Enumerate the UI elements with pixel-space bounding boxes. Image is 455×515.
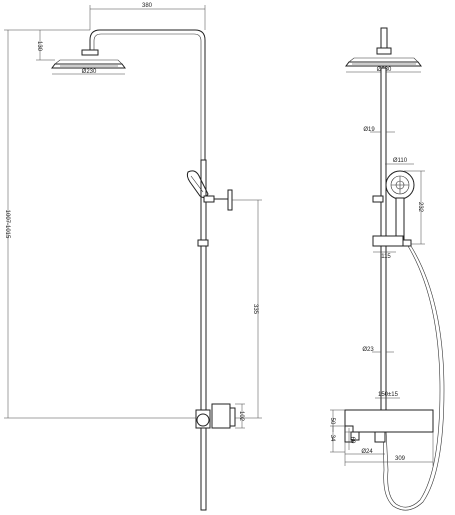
side-dim-slider: 115 <box>381 254 391 260</box>
dim-bar-height: 335 <box>232 199 262 419</box>
rain-shower-head <box>51 49 126 69</box>
side-slider <box>372 235 412 247</box>
side-dim-bar: Ø23 <box>362 347 374 353</box>
side-dim-b: 60 <box>349 437 355 444</box>
side-dim-d: Ø24 <box>361 449 373 455</box>
side-dim-c: 34 <box>329 435 335 442</box>
dim-head-diameter-label: Ø230 <box>82 69 97 75</box>
side-dim-mixer-width: 309 <box>395 456 406 462</box>
dim-total-height: 1007-1015 <box>4 29 196 419</box>
side-dim-hand-height: 232 <box>417 202 423 213</box>
side-dim-a: 50 <box>329 418 335 425</box>
side-shower-head <box>345 27 422 67</box>
side-view: Ø230 Ø19 Ø110 232 115 <box>329 27 445 511</box>
front-view: 380 130 Ø230 1007-1015 335 <box>4 3 262 511</box>
dim-total-height-label: 1007-1015 <box>4 210 10 239</box>
dim-head-drop-label: 130 <box>36 41 42 52</box>
dim-outlet: 102 <box>235 403 245 429</box>
side-dim-pipe: Ø19 <box>363 127 375 133</box>
side-dim-hand-diameter: Ø110 <box>393 158 408 164</box>
shower-arm <box>89 29 206 160</box>
hand-shower <box>186 170 233 211</box>
dim-arm-width: 380 <box>89 3 206 30</box>
dim-arm-width-label: 380 <box>142 3 153 9</box>
dim-outlet-label: 102 <box>238 411 244 422</box>
dim-bar-height-label: 335 <box>252 304 258 315</box>
dim-head-diameter: Ø230 <box>52 69 125 75</box>
side-hand-shower <box>372 170 415 245</box>
slide-bar <box>197 159 209 511</box>
front-mixer <box>195 403 236 429</box>
side-dim-mixer-centers: 150±15 <box>378 392 399 398</box>
side-hose <box>385 245 441 508</box>
dim-head-drop: 130 <box>36 29 90 61</box>
side-mixer <box>344 409 434 443</box>
